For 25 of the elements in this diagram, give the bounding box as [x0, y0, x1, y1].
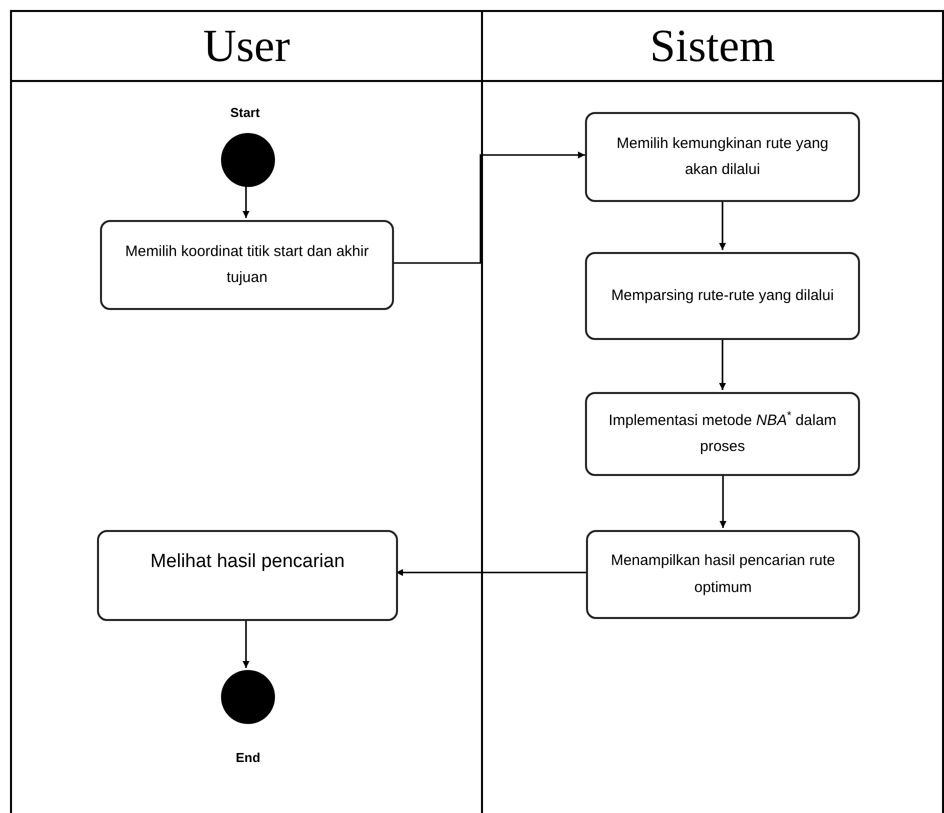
action-box	[585, 112, 860, 202]
action-text: Memilih koordinat titik start dan akhir tujuan	[124, 242, 370, 288]
action-box	[585, 252, 860, 340]
action-box	[586, 530, 860, 619]
arrow	[242, 619, 250, 668]
lane-title: User	[203, 23, 290, 69]
action-box	[100, 220, 394, 310]
node-caption: Start	[230, 104, 260, 122]
swimlane	[483, 10, 944, 813]
swimlane	[10, 10, 483, 813]
node-caption: End	[236, 749, 260, 767]
lane-title: Sistem	[650, 23, 776, 69]
arrow	[720, 474, 726, 528]
action-text: Memparsing rute-rute yang dilalui	[611, 286, 834, 306]
action-text: Melihat hasil pencarian	[150, 550, 345, 574]
action-text: Memilih kemungkinan rute yang akan dilalui	[616, 134, 830, 180]
arrow	[242, 185, 250, 218]
action-text: Implementasi metode NBA$^{*}$ dalam proses	[608, 409, 838, 457]
action-text: Menampilkan hasil pencarian rute optimum	[610, 551, 836, 598]
arrow	[719, 338, 726, 390]
arrow	[396, 569, 586, 576]
action-box	[97, 530, 398, 621]
arrow	[392, 152, 585, 264]
arrow	[719, 200, 726, 250]
action-box	[585, 392, 860, 476]
